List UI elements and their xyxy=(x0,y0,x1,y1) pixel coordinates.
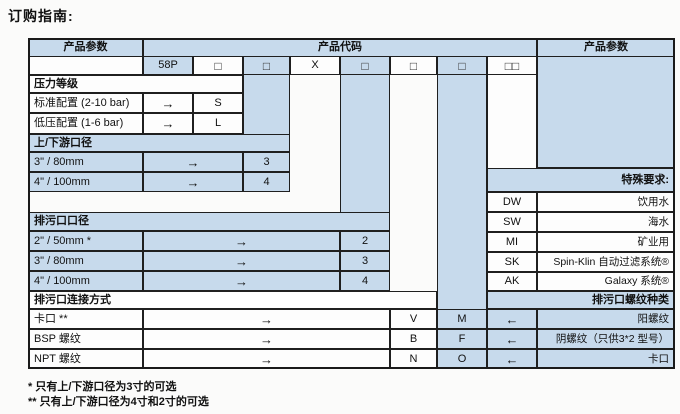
code-placeholder-box: □ xyxy=(340,56,390,75)
special-code: AK xyxy=(487,272,537,291)
section-title-pressure: 压力等级 xyxy=(28,75,243,93)
code-row-blank-cell xyxy=(28,56,143,75)
row-code: 3 xyxy=(340,251,390,271)
row-code: 4 xyxy=(340,271,390,291)
header-param-right: 产品参数 xyxy=(537,38,675,57)
row-code: V xyxy=(390,309,437,329)
right-panel xyxy=(537,56,675,168)
row-label: 3" / 80mm xyxy=(28,152,143,172)
row-label: 4" / 100mm xyxy=(28,271,143,291)
header-product-code: 产品代码 xyxy=(143,38,537,57)
row-label: 标准配置 (2-10 bar) xyxy=(28,93,143,113)
row-code: L xyxy=(193,113,243,134)
row-code: 2 xyxy=(340,231,390,251)
special-code: SW xyxy=(487,212,537,232)
thread-type-label: 卡口 xyxy=(537,349,675,369)
special-requirements-header: 特殊要求: xyxy=(487,168,675,192)
section-title-drain-size: 排污口口径 xyxy=(28,212,390,231)
row-label: 卡口 ** xyxy=(28,309,143,329)
row-label: NPT 螺纹 xyxy=(28,349,143,369)
page-title: 订购指南: xyxy=(8,8,74,24)
footnote-1: * 只有上/下游口径为3寸的可选 xyxy=(28,381,177,393)
special-code: DW xyxy=(487,192,537,212)
thread-type-label: 阳螺纹 xyxy=(537,309,675,329)
row-label: 低压配置 (1-6 bar) xyxy=(28,113,143,134)
row-code: B xyxy=(390,329,437,349)
left-arrow-icon: ← xyxy=(487,349,537,369)
code-x-cell: X xyxy=(290,56,340,75)
special-code: SK xyxy=(487,252,537,272)
row-code: 4 xyxy=(243,172,290,192)
row-code: 3 xyxy=(243,152,290,172)
code-placeholder-double-box: □□ xyxy=(487,56,537,75)
left-arrow-icon: ← xyxy=(487,309,537,329)
section-title-updown: 上/下游口径 xyxy=(28,134,290,152)
code-placeholder-box: □ xyxy=(193,56,243,75)
section-title-drain-conn: 排污口连接方式 xyxy=(28,291,437,309)
row-label: 3" / 80mm xyxy=(28,251,143,271)
right-arrow-icon: → xyxy=(143,231,340,251)
row-code: N xyxy=(390,349,437,369)
row-code: S xyxy=(193,93,243,113)
row-label: BSP 螺纹 xyxy=(28,329,143,349)
right-arrow-icon: → xyxy=(143,93,193,113)
row-code: F xyxy=(437,329,487,349)
right-arrow-icon: → xyxy=(143,172,243,192)
right-arrow-icon: → xyxy=(143,329,390,349)
special-label: 饮用水 xyxy=(537,192,675,212)
left-arrow-icon: ← xyxy=(487,329,537,349)
code-placeholder-box: □ xyxy=(437,56,487,75)
right-arrow-icon: → xyxy=(143,271,340,291)
drain-thread-type-header: 排污口螺纹种类 xyxy=(487,291,675,309)
row-code: O xyxy=(437,349,487,369)
thread-type-label: 阴螺纹（只供3*2 型号） xyxy=(537,329,675,349)
right-arrow-icon: → xyxy=(143,113,193,134)
right-arrow-icon: → xyxy=(143,349,390,369)
special-label: 海水 xyxy=(537,212,675,232)
row-label: 4" / 100mm xyxy=(28,172,143,192)
right-arrow-icon: → xyxy=(143,152,243,172)
code-placeholder-box: □ xyxy=(390,56,437,75)
row-code: M xyxy=(437,309,487,329)
special-label: Spin-Klin 自动过滤系统® xyxy=(537,252,675,272)
header-param-left: 产品参数 xyxy=(28,38,143,57)
right-arrow-icon: → xyxy=(143,309,390,329)
special-code: MI xyxy=(487,232,537,252)
footnote-2: ** 只有上/下游口径为4寸和2寸的可选 xyxy=(28,396,209,408)
code-placeholder-box: □ xyxy=(243,56,290,75)
right-arrow-icon: → xyxy=(143,251,340,271)
model-code-cell: 58P xyxy=(143,56,193,75)
special-label: Galaxy 系统® xyxy=(537,272,675,291)
special-label: 矿业用 xyxy=(537,232,675,252)
row-label: 2" / 50mm * xyxy=(28,231,143,251)
